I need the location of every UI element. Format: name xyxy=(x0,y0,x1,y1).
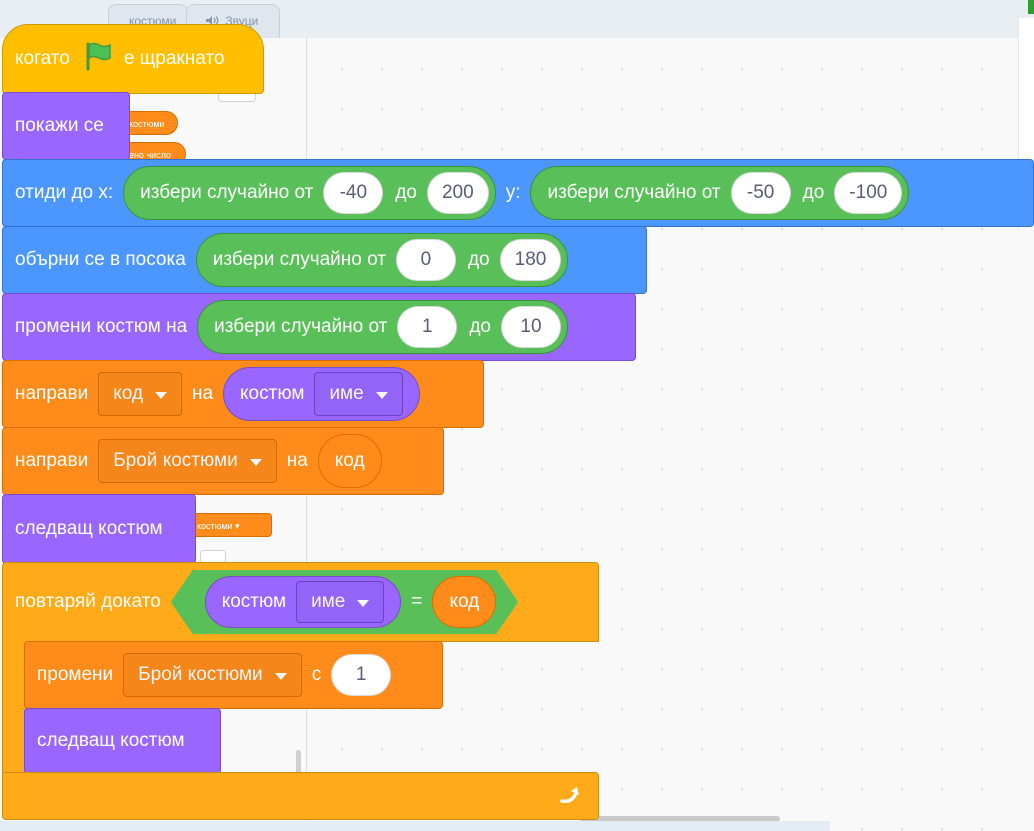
reporter-text: до xyxy=(395,182,417,203)
reporter-text: избери случайно от xyxy=(212,249,386,270)
block-text: направи xyxy=(15,450,89,471)
speaker-icon xyxy=(205,14,225,28)
block-text: направи xyxy=(15,383,89,404)
pick-random-reporter[interactable]: избери случайно от 0 до 180 xyxy=(195,233,569,287)
green-flag-icon xyxy=(82,41,112,77)
next-costume-block[interactable]: следващ костюм xyxy=(2,494,196,564)
reporter-text: костюм xyxy=(240,383,305,404)
costume-property-dropdown[interactable]: име xyxy=(314,372,403,416)
set-variable-block[interactable]: направи код на костюм име xyxy=(2,360,484,428)
block-text: покажи се xyxy=(15,115,104,136)
repeat-until-block[interactable]: повтаряй докато костюм име = код xyxy=(2,562,599,642)
costume-name-reporter[interactable]: костюм име xyxy=(205,576,402,628)
dropdown-value: Брой костюми xyxy=(113,450,238,471)
block-text: повтаряй докато xyxy=(15,591,161,612)
variable-dropdown[interactable]: Брой костюми xyxy=(123,653,302,697)
block-text: на xyxy=(286,450,308,471)
dropdown-arrow-icon xyxy=(274,672,287,680)
number-input-from[interactable]: -40 xyxy=(323,172,384,214)
palette-block-label: костюми xyxy=(197,521,233,531)
next-costume-block[interactable]: следващ костюм xyxy=(24,708,221,774)
reporter-text: код xyxy=(449,591,480,612)
costume-property-dropdown[interactable]: име xyxy=(296,581,384,623)
pick-random-reporter[interactable]: избери случайно от 1 до 10 xyxy=(197,300,568,354)
dropdown-value: име xyxy=(329,383,364,404)
reporter-text: костюм xyxy=(221,591,287,612)
dropdown-value: име xyxy=(311,591,346,612)
number-input-from[interactable]: -50 xyxy=(730,172,791,214)
loop-arrow-icon xyxy=(558,781,584,811)
palette-block-label: костюми xyxy=(129,119,165,129)
reporter-text: избери случайно от xyxy=(547,182,721,203)
block-text: следващ костюм xyxy=(37,730,185,751)
go-to-xy-block[interactable]: отиди до x: избери случайно от -40 до 20… xyxy=(2,159,1034,227)
change-variable-block[interactable]: промени Брой костюми с 1 xyxy=(24,641,443,709)
number-input-from[interactable]: 0 xyxy=(395,239,456,281)
point-in-direction-block[interactable]: обърни се в посока избери случайно от 0 … xyxy=(2,226,647,294)
block-text: с xyxy=(311,664,322,685)
block-text: промени xyxy=(37,664,114,685)
variable-dropdown[interactable]: Брой костюми xyxy=(98,439,277,483)
reporter-text: до xyxy=(467,249,490,270)
block-text: отиди до x: xyxy=(15,182,114,203)
dropdown-arrow-icon xyxy=(154,391,167,399)
number-input-to[interactable]: 200 xyxy=(426,172,489,214)
dropdown-value: Брой костюми xyxy=(138,664,263,685)
stage-edge xyxy=(1028,0,1034,14)
number-input-to[interactable]: 180 xyxy=(499,239,562,281)
number-input-from[interactable]: 1 xyxy=(397,306,458,348)
dropdown-arrow-icon xyxy=(357,600,369,607)
block-text: следващ костюм xyxy=(15,518,163,539)
pick-random-reporter-x[interactable]: избери случайно от -40 до 200 xyxy=(123,166,496,220)
variable-dropdown[interactable]: код xyxy=(98,372,182,416)
block-text: y: xyxy=(505,182,521,203)
dropdown-arrow-icon xyxy=(249,458,262,466)
costume-name-reporter[interactable]: костюм име xyxy=(223,367,420,421)
set-variable-block[interactable]: направи Брой костюми на код xyxy=(2,427,444,495)
palette-block-label: ено число xyxy=(129,150,172,160)
dropdown-arrow-icon xyxy=(375,391,388,399)
block-text: когато xyxy=(15,48,70,69)
equals-operator[interactable]: костюм име = код xyxy=(171,570,519,634)
reporter-text: код xyxy=(334,450,365,471)
number-input-to[interactable]: -100 xyxy=(834,172,903,214)
block-text: промени костюм на xyxy=(15,316,188,337)
reporter-text: избери случайно от xyxy=(214,316,388,337)
block-text: на xyxy=(191,383,214,404)
dropdown-value: код xyxy=(113,383,143,404)
block-text: е щракнато xyxy=(123,48,225,69)
reporter-text: до xyxy=(802,182,825,203)
variable-reporter[interactable]: код xyxy=(317,434,382,488)
show-block[interactable]: покажи се xyxy=(2,92,130,160)
bottom-bar xyxy=(0,821,830,831)
variable-reporter[interactable]: код xyxy=(432,576,496,628)
pick-random-reporter-y[interactable]: избери случайно от -50 до -100 xyxy=(530,166,910,220)
when-flag-clicked-block[interactable]: когато е щракнато xyxy=(2,24,264,94)
workspace-horizontal-scrollbar[interactable] xyxy=(580,816,780,822)
palette-block-costumes-dropdown[interactable]: костюми ▾ xyxy=(188,513,272,537)
number-input-change[interactable]: 1 xyxy=(331,654,392,696)
repeat-until-c-arm xyxy=(2,640,27,774)
reporter-text: до xyxy=(469,316,491,337)
repeat-until-bottom xyxy=(2,772,599,820)
block-text: обърни се в посока xyxy=(15,249,186,270)
operator-text: = xyxy=(411,591,423,612)
switch-costume-block[interactable]: промени костюм на избери случайно от 1 д… xyxy=(2,293,636,361)
tab-sounds[interactable]: Звуци xyxy=(186,4,280,38)
number-input-to[interactable]: 10 xyxy=(501,306,561,348)
reporter-text: избери случайно от xyxy=(140,182,314,203)
